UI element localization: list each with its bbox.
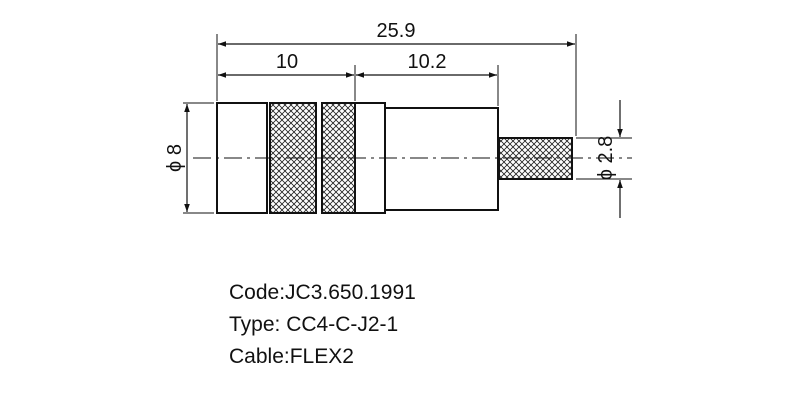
body-barrel xyxy=(384,107,499,211)
code-value: JC3.650.1991 xyxy=(285,281,416,304)
type-label: Type: xyxy=(229,313,287,336)
dim-overall-length: 25.9 xyxy=(377,20,416,42)
cable-label: Cable: xyxy=(229,345,290,368)
dim-section-1: 10 xyxy=(276,51,298,73)
dim-diameter-tail: ϕ 2.8 xyxy=(595,136,617,181)
type-line: Type: CC4-C-J2-1 xyxy=(229,314,398,335)
cable-value: FLEX2 xyxy=(289,345,354,368)
dimension-lines xyxy=(184,41,623,218)
code-label: Code: xyxy=(229,281,286,304)
dim-section-2: 10.2 xyxy=(408,51,447,73)
dim-diameter-body: ϕ 8 xyxy=(164,144,186,172)
type-value: CC4-C-J2-1 xyxy=(286,313,399,336)
extension-lines xyxy=(183,34,632,214)
cable-line: Cable:FLEX2 xyxy=(229,346,354,367)
code-line: Code:JC3.650.1991 xyxy=(229,282,416,303)
